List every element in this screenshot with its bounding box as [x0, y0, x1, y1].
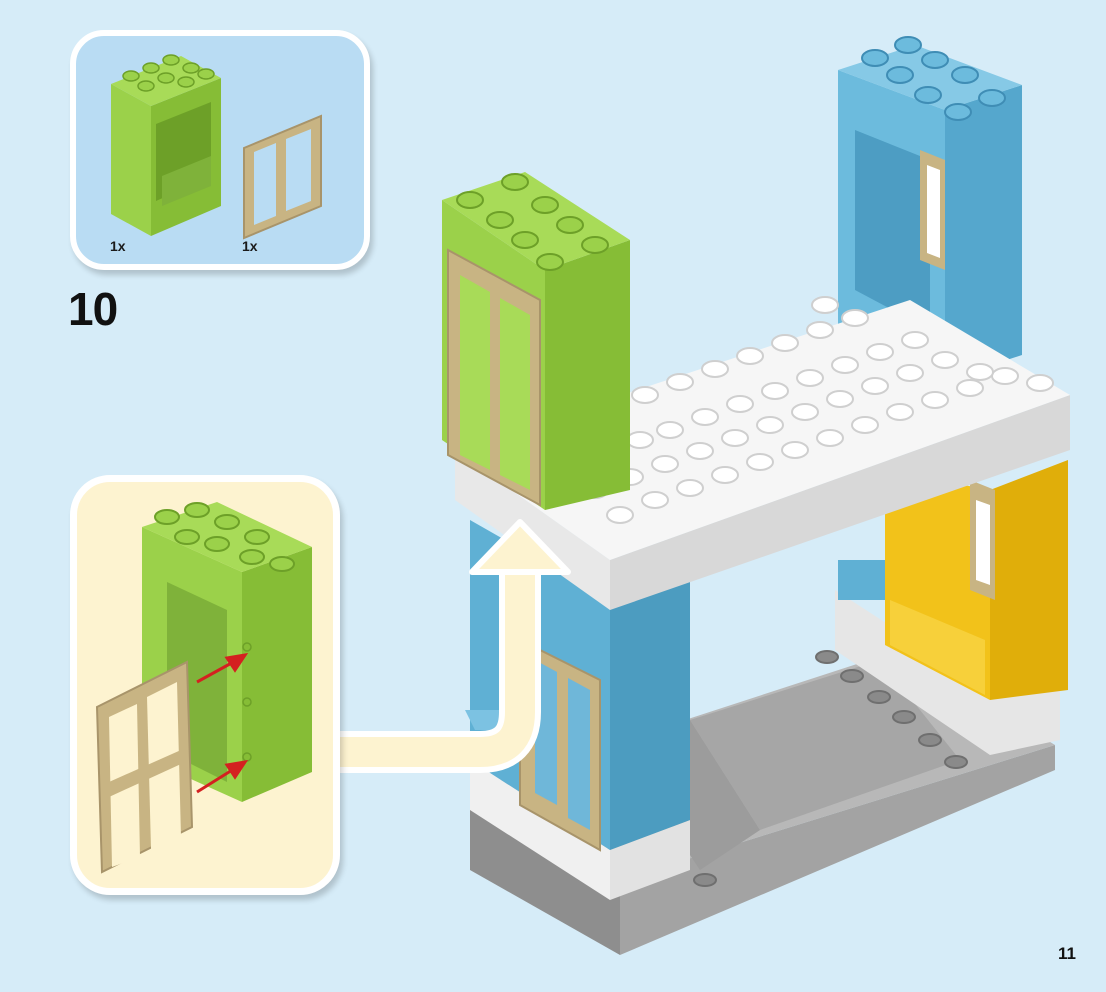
- callout-arrow: [330, 522, 568, 752]
- part-quantity-green-frame: 1x: [110, 238, 126, 254]
- green-window-frame-part: [111, 55, 221, 236]
- tan-door-substep: [97, 662, 192, 872]
- parts-callout: 1x 1x: [70, 30, 370, 270]
- page-number: 11: [1058, 944, 1076, 964]
- step-number: 10: [68, 282, 117, 336]
- substep-illustration: [77, 482, 337, 892]
- part-quantity-tan-door: 1x: [242, 238, 258, 254]
- green-window-frame-installed: [442, 172, 630, 510]
- tan-window-door-part: [244, 116, 321, 238]
- parts-illustration: [76, 36, 366, 266]
- substep-callout: [70, 475, 340, 895]
